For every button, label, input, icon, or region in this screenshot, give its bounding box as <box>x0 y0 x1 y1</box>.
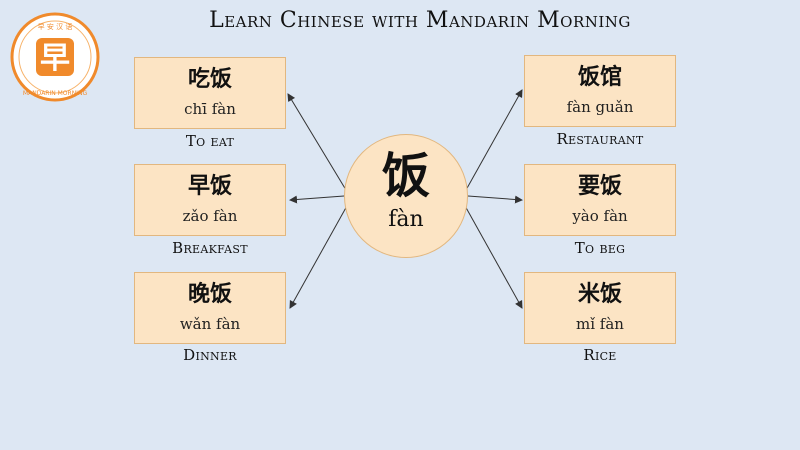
center-hanzi: 饭 <box>381 148 430 204</box>
card-hanzi: 晚饭 <box>187 282 232 307</box>
card-hanzi: 早饭 <box>187 174 232 199</box>
card-fan-guan: 饭馆 fàn guǎn <box>524 55 676 127</box>
card-wan-fan: 晚饭 wǎn fàn <box>134 272 286 344</box>
center-character-circle: 饭 fàn <box>344 134 468 258</box>
arrow-to-fan-guan <box>465 89 523 191</box>
card-pinyin: fàn guǎn <box>566 98 634 116</box>
card-chi-fan: 吃饭 chī fàn <box>134 57 286 129</box>
english-mi-fan: Rice <box>583 346 617 364</box>
english-wan-fan: Dinner <box>183 346 237 364</box>
arrow-to-chi-fan <box>287 93 347 191</box>
english-yao-fan: To beg <box>574 239 626 257</box>
center-pinyin: fàn <box>388 207 424 232</box>
card-hanzi: 米饭 <box>577 282 622 307</box>
arrow-to-yao-fan <box>467 195 523 204</box>
page-title: Learn Chinese with Mandarin Morning <box>209 8 631 33</box>
card-pinyin: chī fàn <box>184 100 236 118</box>
card-hanzi: 吃饭 <box>187 67 232 92</box>
svg-text:早: 早 <box>40 41 70 76</box>
english-fan-guan: Restaurant <box>556 130 644 148</box>
english-chi-fan: To eat <box>185 132 235 150</box>
svg-text:早 安 汉 语: 早 安 汉 语 <box>38 22 73 31</box>
card-hanzi: 饭馆 <box>577 65 622 90</box>
mandarin-morning-logo: 早 MANDARIN MORNING 早 安 汉 语 <box>10 12 100 102</box>
card-zao-fan: 早饭 zǎo fàn <box>134 164 286 236</box>
card-pinyin: zǎo fàn <box>182 207 238 225</box>
card-pinyin: wǎn fàn <box>179 315 241 333</box>
arrow-to-zao-fan <box>289 195 345 204</box>
svg-text:MANDARIN MORNING: MANDARIN MORNING <box>23 90 88 97</box>
card-hanzi: 要饭 <box>577 174 622 199</box>
card-mi-fan: 米饭 mǐ fàn <box>524 272 676 344</box>
card-yao-fan: 要饭 yào fàn <box>524 164 676 236</box>
arrow-to-mi-fan <box>463 203 523 309</box>
card-pinyin: yào fàn <box>572 207 628 225</box>
arrow-to-wan-fan <box>289 203 349 309</box>
english-zao-fan: Breakfast <box>172 239 248 257</box>
card-pinyin: mǐ fàn <box>576 315 624 333</box>
